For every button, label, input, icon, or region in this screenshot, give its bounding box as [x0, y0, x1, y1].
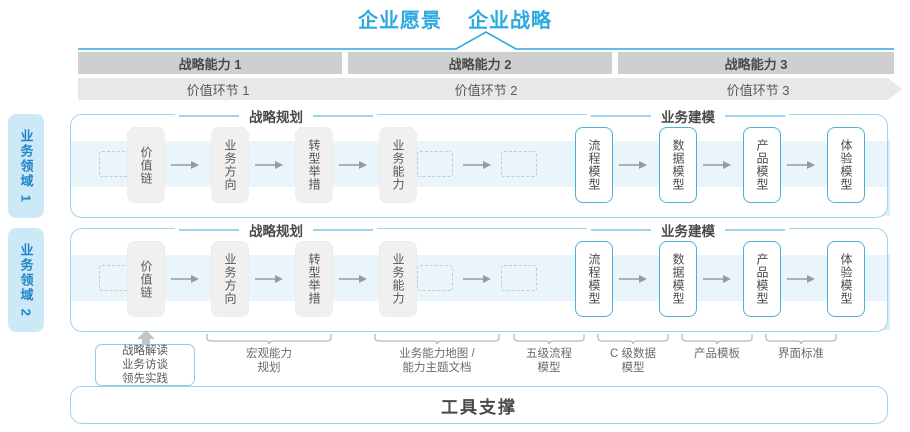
rule-left-icon	[591, 229, 651, 231]
domain-tab-2[interactable]: 业务领域 2	[8, 228, 44, 332]
planning-title-text: 战略规划	[249, 224, 303, 239]
brace-ui-standard	[765, 334, 837, 345]
row-1-connector-7	[787, 161, 815, 169]
row-1-connector-6	[703, 161, 731, 169]
row-2-step-business-direction[interactable]: 业务方向	[211, 241, 249, 317]
row-2-connector-6	[703, 275, 731, 283]
row-1-modeling-title: 业务建模	[587, 106, 789, 126]
row-2-connector-7	[787, 275, 815, 283]
annotation-product-template: 产品模板	[694, 348, 740, 360]
brace-process-model	[513, 334, 585, 345]
rule-right-icon	[725, 229, 785, 231]
row-2-modeling-title: 业务建模	[587, 220, 789, 240]
rule-left-icon	[179, 115, 239, 117]
row-1-planning-title: 战略规划	[175, 106, 377, 126]
row-1-connector-4	[463, 161, 491, 169]
enterprise-vision-label: 企业愿景	[358, 10, 442, 32]
annotation-strategy-inputs: 战略解读 业务访谈 领先实践	[95, 344, 195, 386]
row-2-step-value-chain[interactable]: 价值链	[127, 241, 165, 317]
enterprise-strategy-label: 企业战略	[468, 10, 552, 32]
value-stage-band-3: 价值环节 3	[614, 78, 902, 100]
row-1-step-business-capability[interactable]: 业务能力	[379, 127, 417, 203]
brace-macro-capability	[206, 334, 332, 345]
row-1-connector-5	[619, 161, 647, 169]
row-2-step-product-model[interactable]: 产品模型	[743, 241, 781, 317]
domain-row-2: 价值链 业务方向 转型举措 业务能力 流程模型 数据模型 产品模型 体验模型	[70, 228, 888, 332]
row-2-step-data-model[interactable]: 数据模型	[659, 241, 697, 317]
row-2-connector-2	[255, 275, 283, 283]
row-2-step-experience-model[interactable]: 体验模型	[827, 241, 865, 317]
row-2-connector-4	[463, 275, 491, 283]
annotation-macro-capability: 宏观能力 规划	[246, 348, 292, 374]
rule-right-icon	[725, 115, 785, 117]
rule-right-icon	[313, 229, 373, 231]
row-2-ghost-mid-right	[501, 265, 537, 291]
row-1-step-process-model[interactable]: 流程模型	[575, 127, 613, 203]
domain-tab-1[interactable]: 业务领域 1	[8, 114, 44, 218]
annotation-data-model: C 级数据 模型	[610, 348, 656, 374]
row-1-connector-2	[255, 161, 283, 169]
modeling-title-text: 业务建模	[661, 224, 715, 239]
row-2-ghost-mid-left	[417, 265, 453, 291]
rule-right-icon	[313, 115, 373, 117]
row-1-connector-3	[339, 161, 367, 169]
brace-data-model	[597, 334, 669, 345]
tools-support-box: 工具支撑	[70, 386, 888, 424]
row-2-step-business-capability[interactable]: 业务能力	[379, 241, 417, 317]
capability-band-2: 战略能力 2	[348, 52, 612, 74]
row-1-ghost-mid-left	[417, 151, 453, 177]
brace-product-template	[681, 334, 753, 345]
row-2-step-process-model[interactable]: 流程模型	[575, 241, 613, 317]
planning-title-text: 战略规划	[249, 110, 303, 125]
row-1-ghost-mid-right	[501, 151, 537, 177]
value-stage-band-1: 价值环节 1	[78, 78, 358, 100]
row-1-step-experience-model[interactable]: 体验模型	[827, 127, 865, 203]
peak-divider-line	[78, 31, 894, 50]
modeling-title-text: 业务建模	[661, 110, 715, 125]
brace-capability-map	[374, 334, 500, 345]
domain-row-1: 价值链 业务方向 转型举措 业务能力 流程模型 数据模型 产品模型 体验模型	[70, 114, 888, 218]
rule-left-icon	[591, 115, 651, 117]
row-2-connector-3	[339, 275, 367, 283]
row-1-step-data-model[interactable]: 数据模型	[659, 127, 697, 203]
annotation-ui-standard: 界面标准	[778, 348, 824, 360]
tools-support-label: 工具支撑	[441, 397, 517, 417]
row-2-connector-5	[619, 275, 647, 283]
annotation-process-model: 五级流程 模型	[526, 348, 572, 374]
value-stage-band-2: 价值环节 2	[344, 78, 628, 100]
row-2-step-transformation[interactable]: 转型举措	[295, 241, 333, 317]
annotation-up-arrow-icon	[137, 330, 155, 348]
capability-band-3: 战略能力 3	[618, 52, 894, 74]
row-1-connector-1	[171, 161, 199, 169]
row-2-planning-title: 战略规划	[175, 220, 377, 240]
capability-band-1: 战略能力 1	[78, 52, 342, 74]
top-headings: 企业愿景 企业战略	[0, 4, 910, 33]
row-1-step-transformation[interactable]: 转型举措	[295, 127, 333, 203]
row-1-step-value-chain[interactable]: 价值链	[127, 127, 165, 203]
annotation-capability-map: 业务能力地图 / 能力主题文档	[399, 348, 475, 374]
rule-left-icon	[179, 229, 239, 231]
row-2-connector-1	[171, 275, 199, 283]
row-1-step-product-model[interactable]: 产品模型	[743, 127, 781, 203]
row-1-step-business-direction[interactable]: 业务方向	[211, 127, 249, 203]
